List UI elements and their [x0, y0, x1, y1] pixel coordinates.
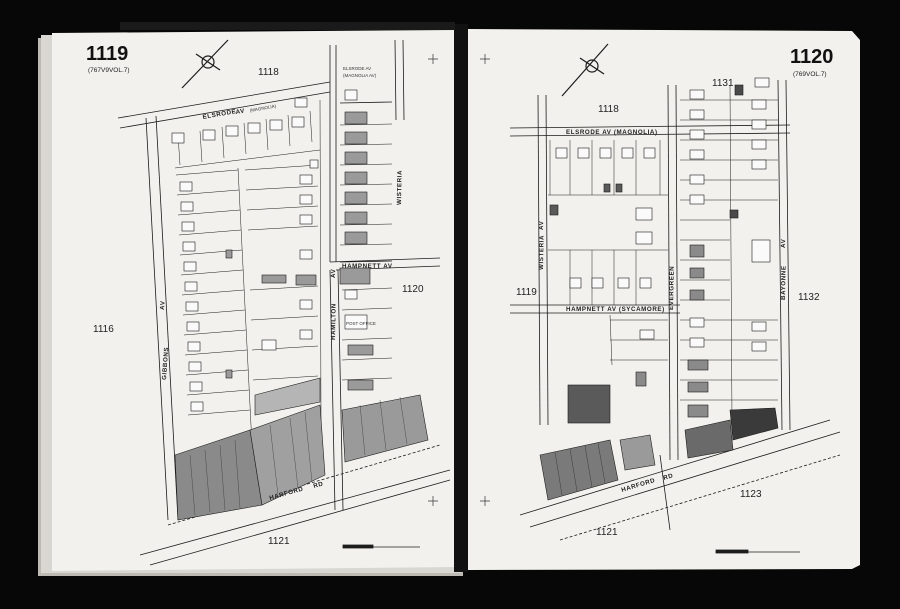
right-adjacent-right: 1132: [798, 292, 820, 303]
street-hampnett: HAMPNETT AV (SYCAMORE): [566, 306, 665, 313]
book-gutter: [454, 24, 468, 572]
street-elsrode-right-old: (MAGNOLIA AV): [343, 73, 377, 78]
street-elsrode-old: (MAGNOLIA): [249, 103, 277, 113]
scale-bar: [715, 549, 800, 554]
right-adjacent-top: 1118: [598, 104, 619, 115]
left-adjacent-bottom: 1121: [268, 536, 290, 547]
right-volume-label: (769VOL.7): [793, 71, 827, 78]
street-elsrode: ELSRODE AV (MAGNOLIA): [566, 129, 658, 136]
left-volume-label: (767V9VOL.7): [88, 67, 130, 74]
street-evergreen: EVERGREEN: [668, 266, 676, 310]
left-adjacent-right: 1120: [402, 284, 424, 295]
right-adjacent-bottom-right: 1123: [740, 489, 762, 500]
left-adjacent-left: 1116: [93, 324, 114, 335]
registration-marks: [428, 54, 490, 506]
street-gibbons: GIBBONS: [161, 347, 170, 380]
street-elsrode-av: AV: [235, 107, 246, 116]
street-hamilton-av: AV: [330, 268, 337, 278]
street-harford-rd: RD: [663, 472, 675, 482]
left-page-number: 1119: [86, 43, 128, 65]
right-page-number: 1120: [790, 46, 833, 68]
right-adjacent-bottom-left: 1121: [596, 527, 618, 538]
street-bayonne: BAYONNE: [780, 265, 788, 300]
street-hamilton: HAMILTON: [330, 303, 338, 340]
left-adjacent-top: 1118: [258, 67, 279, 78]
street-wisteria: WISTERIA: [538, 235, 546, 270]
street-hampnett: HAMPNETT AV: [342, 263, 393, 270]
left-map: [117, 39, 451, 566]
street-wisteria-av: AV: [538, 220, 545, 230]
building-post-office: POST OFFICE: [346, 321, 376, 326]
scale-bar: [342, 544, 420, 549]
street-elsrode-right: ELSRODE AV: [343, 66, 371, 71]
compass-rose-icon: [561, 43, 609, 97]
right-adjacent-left: 1119: [516, 287, 537, 298]
right-map: [509, 43, 841, 554]
right-adjacent-top-right: 1131: [712, 78, 734, 89]
street-wisteria: WISTERIA: [396, 170, 404, 205]
street-bayonne-av: AV: [780, 238, 787, 248]
compass-rose-icon: [181, 39, 229, 89]
street-gibbons-av: AV: [159, 300, 167, 310]
street-harford-rd: RD: [313, 480, 325, 490]
